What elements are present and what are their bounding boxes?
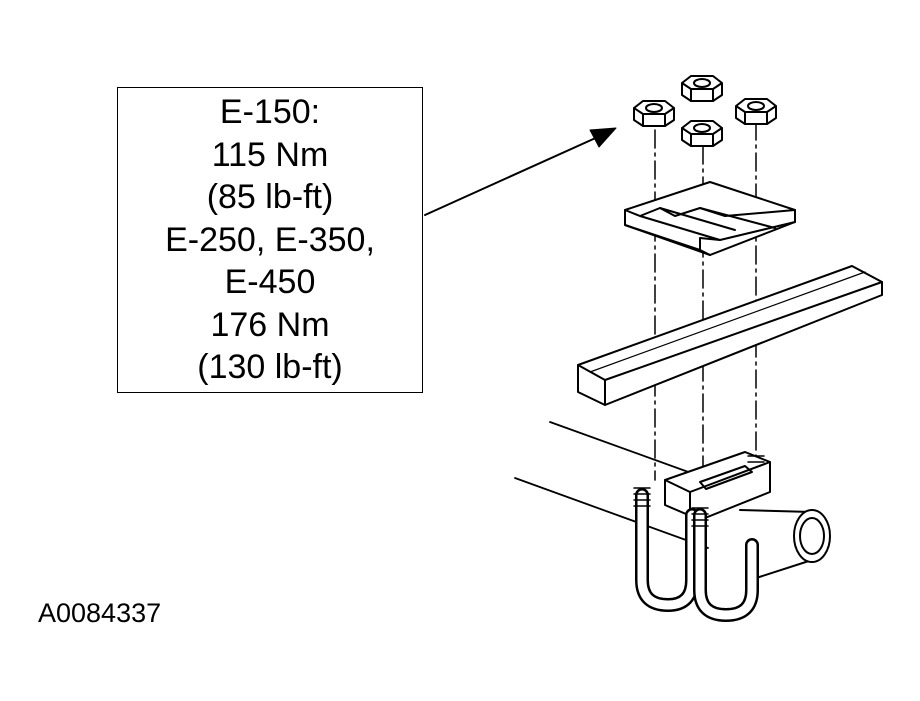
u-bolt-plate [624,181,796,256]
hex-nut [681,120,723,147]
leaf-spring [577,265,883,406]
leader-arrow [424,127,617,216]
u-bolt-threads [633,455,765,527]
callout-line-e250-lbft: (130 lb-ft) [197,348,343,387]
callout-line-e250-e350-label: E-250, E-350, [165,220,375,259]
callout-line-e250-nm: 176 Nm [210,305,330,344]
hex-nuts [633,75,777,147]
hex-nut [681,75,723,102]
figure-id: A0084337 [38,598,162,628]
torque-spec-callout: E-150: 115 Nm (85 lb-ft) E-250, E-350, E… [117,87,423,393]
hex-nut [633,100,675,127]
axle-centerlines [514,421,709,549]
hex-nut [735,98,777,125]
callout-line-e150-lbft: (85 lb-ft) [206,178,334,217]
callout-line-e150-nm: 115 Nm [211,135,329,174]
u-bolts [633,455,765,622]
callout-line-e150-label: E-150: [219,93,321,132]
callout-line-e450-label: E-450 [224,263,316,302]
